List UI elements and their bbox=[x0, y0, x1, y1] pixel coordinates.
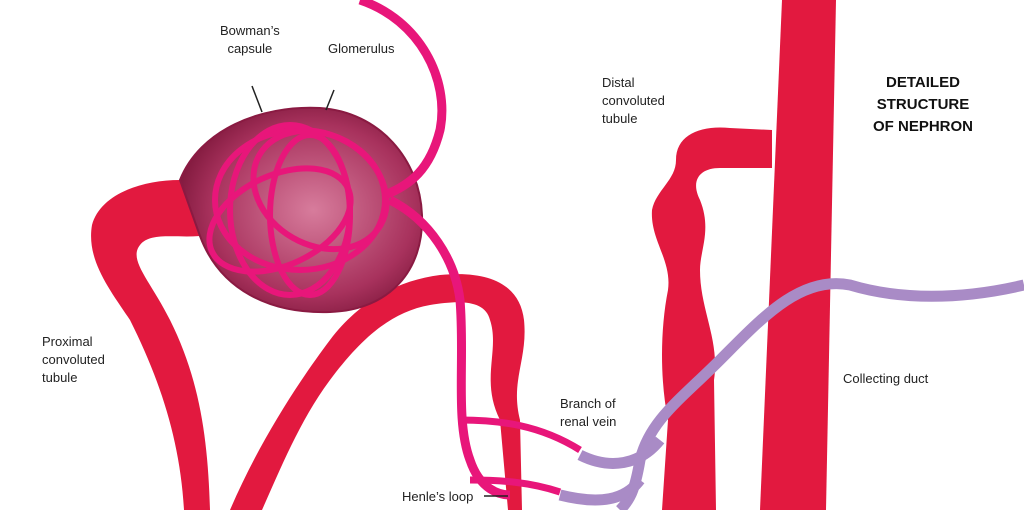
renal-vein bbox=[558, 278, 1024, 510]
diagram-title: DETAILED STRUCTURE OF NEPHRON bbox=[872, 74, 973, 135]
collecting-duct bbox=[760, 0, 836, 510]
label-collecting-duct: Collecting duct bbox=[843, 371, 929, 386]
vessels bbox=[206, 0, 582, 500]
proximal-tubule bbox=[91, 180, 210, 510]
glomerulus bbox=[206, 122, 390, 298]
label-henles-loop: Henle’s loop bbox=[402, 489, 474, 504]
label-bowmans-capsule: Bowman’s capsule bbox=[220, 23, 280, 56]
label-glomerulus: Glomerulus bbox=[328, 41, 395, 56]
label-renal-vein: Branch of renal vein bbox=[560, 396, 617, 429]
label-distal-tubule: Distal convoluted tubule bbox=[602, 75, 665, 126]
henle-loop-tubule bbox=[230, 274, 525, 510]
distal-tubule bbox=[651, 127, 772, 510]
label-proximal-tubule: Proximal convoluted tubule bbox=[42, 334, 105, 385]
leader-lines bbox=[251, 85, 508, 497]
